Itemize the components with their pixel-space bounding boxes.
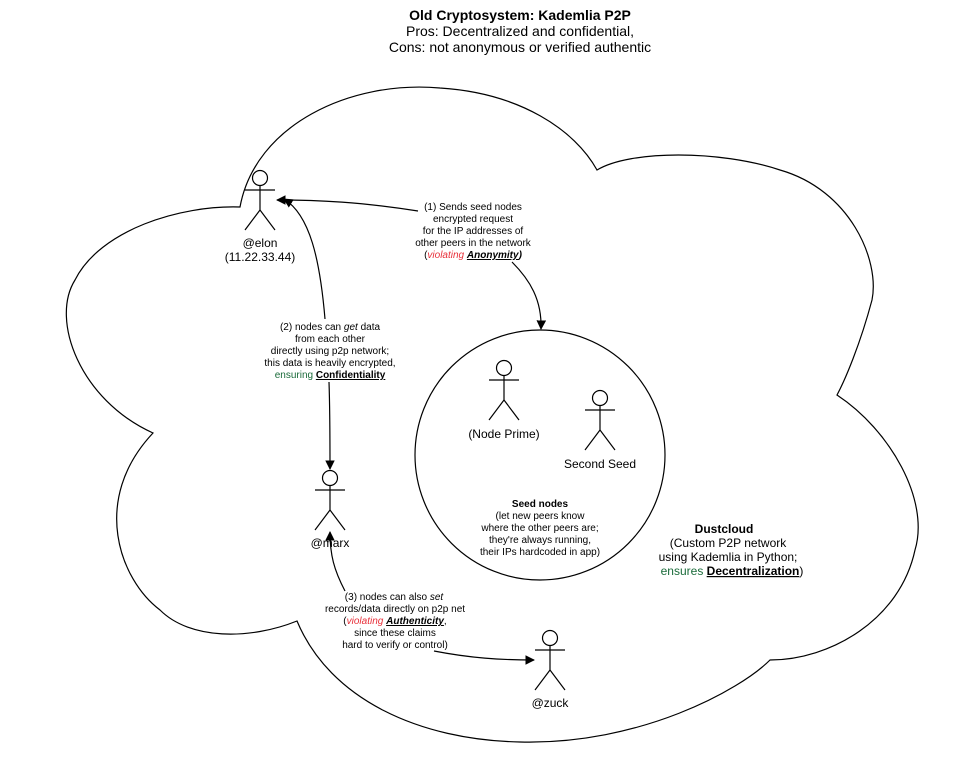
edge-3-line: (3) nodes can also set [345, 592, 445, 603]
seed-nodes-description: Seed nodes (let new peers know where the… [480, 499, 600, 558]
seed-nodes-line: their IPs hardcoded in app) [480, 547, 600, 558]
seed-nodes-circle [414, 329, 666, 581]
edge-2-text: data [358, 322, 381, 333]
edge-elon-to-seed-path-b [511, 261, 547, 330]
edge-2-line: (2) nodes can get data [280, 322, 381, 333]
edge-2-text: (2) nodes can [280, 322, 344, 333]
edge-2-label: (2) nodes can get data from each other d… [264, 322, 395, 381]
edge-1-close-paren: ) [518, 250, 523, 261]
edge-3-line: hard to verify or control) [342, 640, 448, 651]
marx-actor-icon [314, 469, 346, 531]
ensuring-word: ensuring [275, 370, 313, 381]
title-block: Old Cryptosystem: Kademlia P2P Pros: Dec… [389, 7, 651, 55]
edge-marx-zuck-path-b [433, 650, 535, 665]
edge-1-label: (1) Sends seed nodes encrypted request f… [415, 202, 532, 261]
elon-actor-icon [244, 169, 276, 231]
edge-3-line: records/data directly on p2p net [325, 604, 465, 615]
dustcloud-close-paren: ) [799, 564, 803, 578]
cons-text: Cons: not anonymous or verified authenti… [389, 39, 651, 55]
elon-ip: (11.22.33.44) [225, 250, 296, 264]
seed-nodes-line: they're always running, [489, 535, 591, 546]
ensures-word: ensures [661, 564, 704, 578]
diagram-title: Old Cryptosystem: Kademlia P2P [409, 7, 631, 23]
seed-nodes-line: (let new peers know [496, 511, 586, 522]
dustcloud-line: using Kademlia in Python; [659, 550, 798, 564]
dustcloud-heading: Dustcloud [695, 522, 754, 536]
edge-3-text: (3) nodes can also [345, 592, 430, 603]
edge-elon-marx-path-a [283, 198, 326, 320]
edge-3-violation-line: (violating Authenticity, [343, 616, 446, 627]
edge-1-open-paren: ( [424, 250, 428, 261]
pros-text: Pros: Decentralized and confidential, [406, 23, 634, 39]
dustcloud-line: (Custom P2P network [670, 536, 787, 550]
second-seed-actor-icon [584, 389, 616, 451]
edge-2-ensuring-line: ensuring Confidentiality [275, 370, 386, 381]
decentralization-keyword: Decentralization [707, 564, 800, 578]
zuck-actor-icon [534, 629, 566, 691]
violating-word: violating [347, 616, 384, 627]
confidentiality-keyword: Confidentiality [316, 370, 386, 381]
edge-1-line: for the IP addresses of [423, 226, 524, 237]
edge-3-set-word: set [430, 592, 445, 603]
edge-3-label: (3) nodes can also set records/data dire… [325, 592, 465, 651]
edge-elon-marx-path-b [325, 381, 335, 470]
node-prime-name: (Node Prime) [468, 427, 539, 441]
seed-nodes-heading: Seed nodes [512, 499, 569, 510]
edge-1-line: other peers in the network [415, 238, 532, 249]
zuck-name: @zuck [532, 696, 570, 710]
authenticity-keyword: Authenticity [385, 616, 444, 627]
second-seed-name: Second Seed [564, 457, 636, 471]
edge-2-line: directly using p2p network; [271, 346, 389, 357]
edge-2-line: this data is heavily encrypted, [264, 358, 395, 369]
dustcloud-description: Dustcloud (Custom P2P network using Kade… [659, 522, 804, 578]
edge-marx-zuck-path-a [325, 531, 346, 592]
edge-2-get-word: get [344, 322, 359, 333]
edge-3-open-paren: ( [343, 616, 347, 627]
edge-1-line: (1) Sends seed nodes [424, 202, 522, 213]
edge-1-violation-line: (violating Anonymity) [424, 250, 523, 261]
dustcloud-ensures-line: ensures Decentralization) [661, 564, 804, 578]
edge-3-comma: , [444, 616, 447, 627]
node-prime-actor-icon [488, 359, 520, 421]
violating-word: violating [427, 250, 464, 261]
edge-3-line: since these claims [354, 628, 436, 639]
seed-nodes-line: where the other peers are; [480, 523, 598, 534]
edge-1-line: encrypted request [433, 214, 513, 225]
edge-2-line: from each other [295, 334, 366, 345]
anonymity-keyword: Anonymity [466, 250, 519, 261]
elon-name: @elon [243, 236, 278, 250]
